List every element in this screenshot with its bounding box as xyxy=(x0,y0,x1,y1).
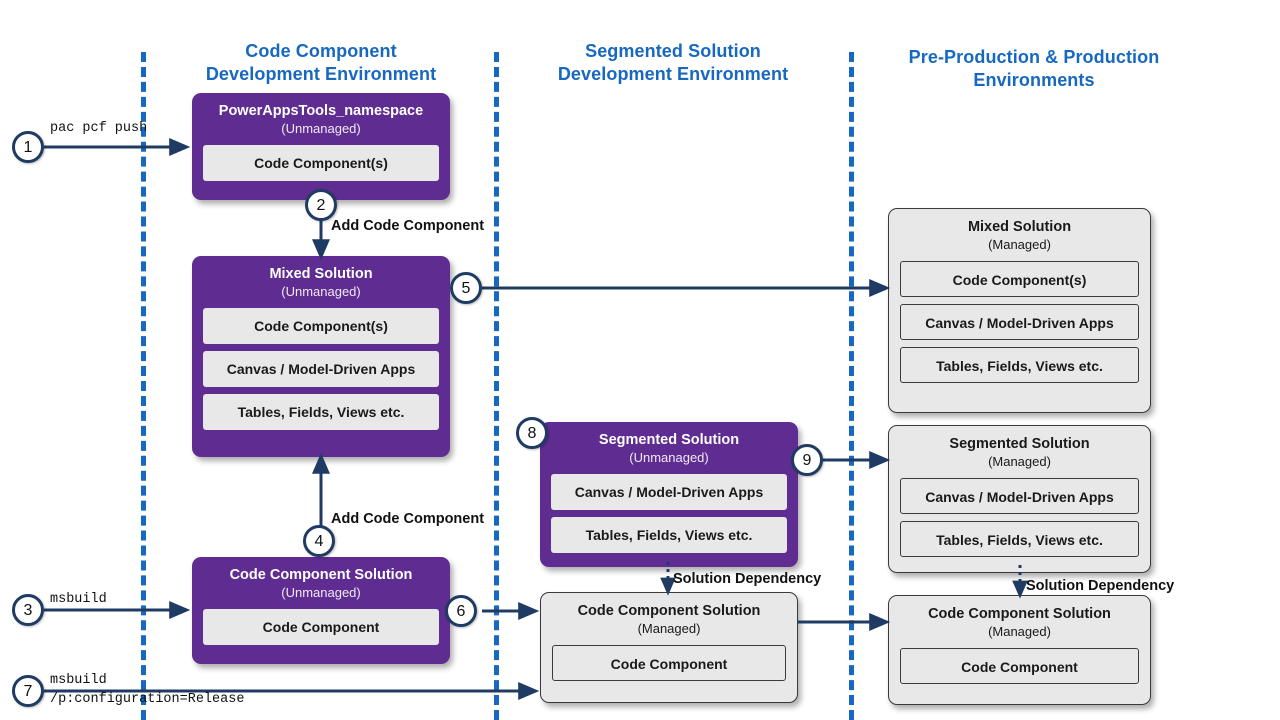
box-title-text: PowerAppsTools_namespace xyxy=(218,103,424,119)
box-title-text: Code Component Solution xyxy=(229,567,413,583)
list-item[interactable]: Canvas / Model-Driven Apps xyxy=(900,304,1139,340)
column-header-line1: Pre-Production & Production xyxy=(908,47,1160,67)
box-subtitle-text: (Unmanaged) xyxy=(281,284,361,299)
step-badge-8[interactable]: 8 xyxy=(516,417,548,449)
box-items: Code Component(s) Canvas / Model-Driven … xyxy=(889,261,1150,394)
command-label-msbuild-release-line2: /p:configuration=Release xyxy=(50,692,245,707)
connector-label-solution-dependency-middle: Solution Dependency xyxy=(673,571,822,587)
connector-label-add-code-component-bottom: Add Code Component xyxy=(331,511,485,527)
column-header-line2: Environments xyxy=(973,70,1095,90)
box-title: Mixed Solution (Unmanaged) xyxy=(192,256,450,301)
box-items: Code Component(s) Canvas / Model-Driven … xyxy=(192,308,450,441)
connector-label-solution-dependency-right: Solution Dependency xyxy=(1026,578,1175,594)
box-title: Mixed Solution (Managed) xyxy=(889,209,1150,254)
divider-left xyxy=(141,52,146,720)
list-item[interactable]: Tables, Fields, Views etc. xyxy=(203,394,439,430)
step-badge-3[interactable]: 3 xyxy=(12,594,44,626)
step-badge-4[interactable]: 4 xyxy=(303,525,335,557)
list-item[interactable]: Canvas / Model-Driven Apps xyxy=(203,351,439,387)
list-item[interactable]: Tables, Fields, Views etc. xyxy=(900,347,1139,383)
box-title: Code Component Solution (Managed) xyxy=(541,593,797,638)
box-code-component-solution-unmanaged[interactable]: Code Component Solution (Unmanaged) Code… xyxy=(192,557,450,664)
box-subtitle-text: (Unmanaged) xyxy=(281,121,361,136)
column-header-line1: Code Component xyxy=(245,41,397,61)
column-header-pre-prod-prod: Pre-Production & Production Environments xyxy=(875,46,1193,92)
step-badge-7[interactable]: 7 xyxy=(12,675,44,707)
box-items: Code Component xyxy=(192,609,450,656)
box-title-text: Mixed Solution xyxy=(967,219,1072,235)
box-subtitle-text: (Managed) xyxy=(988,237,1051,252)
box-items: Canvas / Model-Driven Apps Tables, Field… xyxy=(540,474,798,564)
box-subtitle-text: (Unmanaged) xyxy=(281,585,361,600)
box-subtitle-text: (Unmanaged) xyxy=(629,450,709,465)
command-label-pac-pcf-push: pac pcf push xyxy=(50,121,148,136)
box-subtitle-text: (Managed) xyxy=(637,621,701,636)
column-header-line2: Development Environment xyxy=(557,64,789,84)
box-subtitle-text: (Managed) xyxy=(988,454,1051,469)
list-item[interactable]: Canvas / Model-Driven Apps xyxy=(551,474,787,510)
box-items: Canvas / Model-Driven Apps Tables, Field… xyxy=(889,478,1150,568)
box-title: Code Component Solution (Unmanaged) xyxy=(192,557,450,602)
box-title-text: Segmented Solution xyxy=(598,432,740,448)
divider-right xyxy=(849,52,854,720)
box-title: Code Component Solution (Managed) xyxy=(889,596,1150,641)
box-segmented-solution-unmanaged[interactable]: Segmented Solution (Unmanaged) Canvas / … xyxy=(540,422,798,567)
box-title: Segmented Solution (Managed) xyxy=(889,426,1150,471)
command-label-msbuild-release-line1: msbuild xyxy=(50,673,107,688)
box-title-text: Segmented Solution xyxy=(949,436,1090,452)
box-segmented-solution-managed[interactable]: Segmented Solution (Managed) Canvas / Mo… xyxy=(888,425,1151,573)
list-item[interactable]: Code Component(s) xyxy=(203,308,439,344)
box-code-component-solution-managed-right[interactable]: Code Component Solution (Managed) Code C… xyxy=(888,595,1151,705)
column-header-segmented-solution-dev: Segmented Solution Development Environme… xyxy=(530,40,816,86)
box-title: Segmented Solution (Unmanaged) xyxy=(540,422,798,467)
box-title-text: Code Component Solution xyxy=(577,603,761,619)
box-items: Code Component xyxy=(541,645,797,692)
box-title: PowerAppsTools_namespace (Unmanaged) xyxy=(192,93,450,138)
box-mixed-solution-unmanaged[interactable]: Mixed Solution (Unmanaged) Code Componen… xyxy=(192,256,450,457)
step-badge-9[interactable]: 9 xyxy=(791,444,823,476)
list-item[interactable]: Tables, Fields, Views etc. xyxy=(900,521,1139,557)
box-items: Code Component xyxy=(889,648,1150,695)
column-header-code-component-dev: Code Component Development Environment xyxy=(180,40,462,86)
column-header-line2: Development Environment xyxy=(205,64,437,84)
list-item[interactable]: Code Component(s) xyxy=(900,261,1139,297)
step-badge-6[interactable]: 6 xyxy=(445,595,477,627)
step-badge-5[interactable]: 5 xyxy=(450,272,482,304)
box-code-component-solution-managed-middle[interactable]: Code Component Solution (Managed) Code C… xyxy=(540,592,798,703)
list-item[interactable]: Code Component(s) xyxy=(203,145,439,181)
command-label-msbuild: msbuild xyxy=(50,592,107,607)
connector-label-add-code-component-top: Add Code Component xyxy=(331,218,485,234)
list-item[interactable]: Code Component xyxy=(552,645,786,681)
box-title-text: Code Component Solution xyxy=(928,606,1111,622)
step-badge-1[interactable]: 1 xyxy=(12,131,44,163)
step-badge-2[interactable]: 2 xyxy=(305,189,337,221)
list-item[interactable]: Code Component xyxy=(203,609,439,645)
box-subtitle-text: (Managed) xyxy=(988,624,1051,639)
box-title-text: Mixed Solution xyxy=(269,266,373,282)
list-item[interactable]: Tables, Fields, Views etc. xyxy=(551,517,787,553)
divider-middle xyxy=(494,52,499,720)
column-header-line1: Segmented Solution xyxy=(585,41,761,61)
box-items: Code Component(s) xyxy=(192,145,450,192)
list-item[interactable]: Code Component xyxy=(900,648,1139,684)
box-powerappstools-namespace[interactable]: PowerAppsTools_namespace (Unmanaged) Cod… xyxy=(192,93,450,200)
list-item[interactable]: Canvas / Model-Driven Apps xyxy=(900,478,1139,514)
box-mixed-solution-managed[interactable]: Mixed Solution (Managed) Code Component(… xyxy=(888,208,1151,413)
